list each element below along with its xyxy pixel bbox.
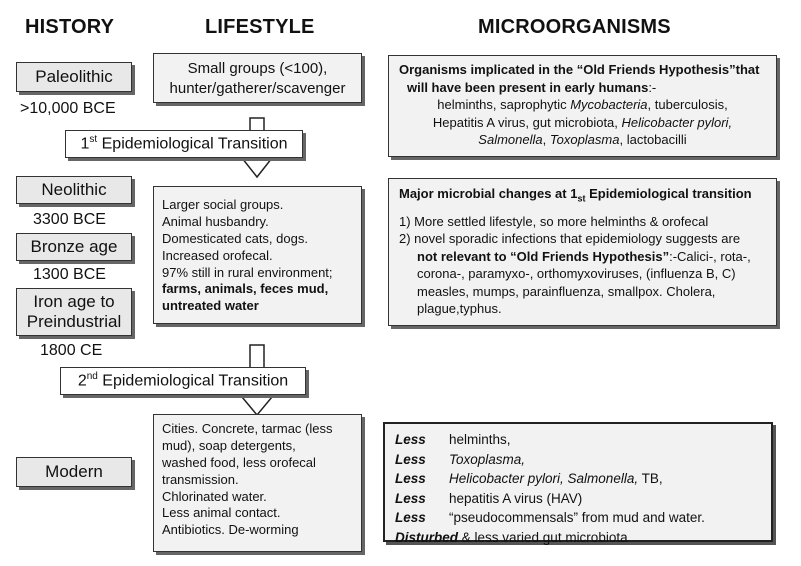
micro-first-transition-box: Major microbial changes at 1st Epidemiol… bbox=[388, 178, 777, 326]
micro-old-friends-box: Organisms implicated in the “Old Friends… bbox=[388, 55, 777, 157]
lifestyle-modern-line: mud), soap detergents, bbox=[162, 437, 296, 453]
lifestyle-neo-bold-line1: farms, animals, feces mud, bbox=[162, 281, 329, 297]
era-neolithic: Neolithic bbox=[16, 176, 132, 204]
date-iron-age: 1800 CE bbox=[40, 342, 103, 359]
era-bronze-age: Bronze age bbox=[16, 233, 132, 261]
micro-box2-line5: measles, mumps, parainfluenza, smallpox.… bbox=[417, 283, 716, 299]
date-neolithic: 3300 BCE bbox=[33, 211, 106, 228]
lifestyle-neo-line: 97% still in rural environment; bbox=[162, 264, 333, 280]
lifestyle-modern-line: Cities. Concrete, tarmac (less bbox=[162, 421, 333, 436]
micro-less-row: Less“pseudocommensals” from mud and wate… bbox=[395, 510, 705, 526]
lifestyle-neolithic: Larger social groups. Animal husbandry. … bbox=[153, 186, 362, 324]
micro-box1-title2: will have been present in early humans:- bbox=[407, 79, 657, 95]
transition-second: 2nd Epidemiological Transition bbox=[60, 367, 306, 395]
lifestyle-neo-line: Animal husbandry. bbox=[162, 213, 269, 229]
micro-box2-line3: not relevant to “Old Friends Hypothesis”… bbox=[417, 248, 751, 264]
era-modern: Modern bbox=[16, 457, 132, 487]
lifestyle-modern-line: Less animal contact. bbox=[162, 505, 281, 521]
lifestyle-neo-line: Domesticated cats, dogs. bbox=[162, 230, 308, 246]
micro-box1-title1: Organisms implicated in the “Old Friends… bbox=[399, 62, 760, 77]
header-lifestyle: LIFESTYLE bbox=[205, 16, 315, 38]
era-iron-age-line2: Preindustrial bbox=[26, 312, 122, 331]
transition-first: 1st Epidemiological Transition bbox=[65, 130, 303, 158]
era-paleolithic: Paleolithic bbox=[16, 62, 132, 92]
lifestyle-modern: Cities. Concrete, tarmac (less mud), soa… bbox=[153, 414, 362, 552]
lifestyle-modern-line: Antibiotics. De-worming bbox=[162, 522, 299, 538]
micro-box2-point1: 1) More settled lifestyle, so more helmi… bbox=[399, 213, 709, 229]
micro-box1-line2: Hepatitis A virus, gut microbiota, Helic… bbox=[432, 114, 733, 130]
micro-box2-line6: plague,typhus. bbox=[417, 301, 502, 317]
micro-disturbed-row: Disturbed & less varied gut microbiota bbox=[395, 529, 628, 545]
lifestyle-modern-line: transmission. bbox=[162, 471, 239, 487]
header-microorganisms: MICROORGANISMS bbox=[478, 16, 671, 38]
lifestyle-neo-bold-line2: untreated water bbox=[162, 298, 259, 314]
era-iron-age: Iron age to Preindustrial bbox=[16, 288, 132, 336]
lifestyle-neo-line: Increased orofecal. bbox=[162, 247, 273, 263]
lifestyle-paleolithic: Small groups (<100), hunter/gatherer/sca… bbox=[153, 53, 362, 103]
lifestyle-paleo-line1: Small groups (<100), bbox=[187, 60, 328, 77]
micro-box1-line3: Salmonella, Toxoplasma, lactobacilli bbox=[478, 132, 687, 148]
transition-first-label: 1st Epidemiological Transition bbox=[80, 134, 288, 153]
era-iron-age-line1: Iron age to bbox=[33, 291, 115, 311]
lifestyle-modern-line: Chlorinated water. bbox=[162, 488, 267, 504]
micro-box1-line1: helminths, saprophytic Mycobacteria, tub… bbox=[437, 97, 728, 113]
date-bronze-age: 1300 BCE bbox=[33, 266, 106, 283]
lifestyle-paleo-line2: hunter/gatherer/scavenger bbox=[169, 79, 346, 97]
lifestyle-neo-line: Larger social groups. bbox=[162, 197, 284, 212]
date-paleolithic: >10,000 BCE bbox=[20, 100, 116, 117]
micro-box2-title: Major microbial changes at 1st Epidemiol… bbox=[399, 186, 752, 204]
transition-second-label: 2nd Epidemiological Transition bbox=[77, 371, 289, 390]
micro-box2-line4: corona-, paramyxo-, orthomyxoviruses, (i… bbox=[417, 266, 736, 282]
micro-box2-point2: 2) novel sporadic infections that epidem… bbox=[399, 231, 741, 247]
header-history: HISTORY bbox=[25, 16, 115, 38]
lifestyle-modern-line: washed food, less orofecal bbox=[162, 454, 316, 470]
